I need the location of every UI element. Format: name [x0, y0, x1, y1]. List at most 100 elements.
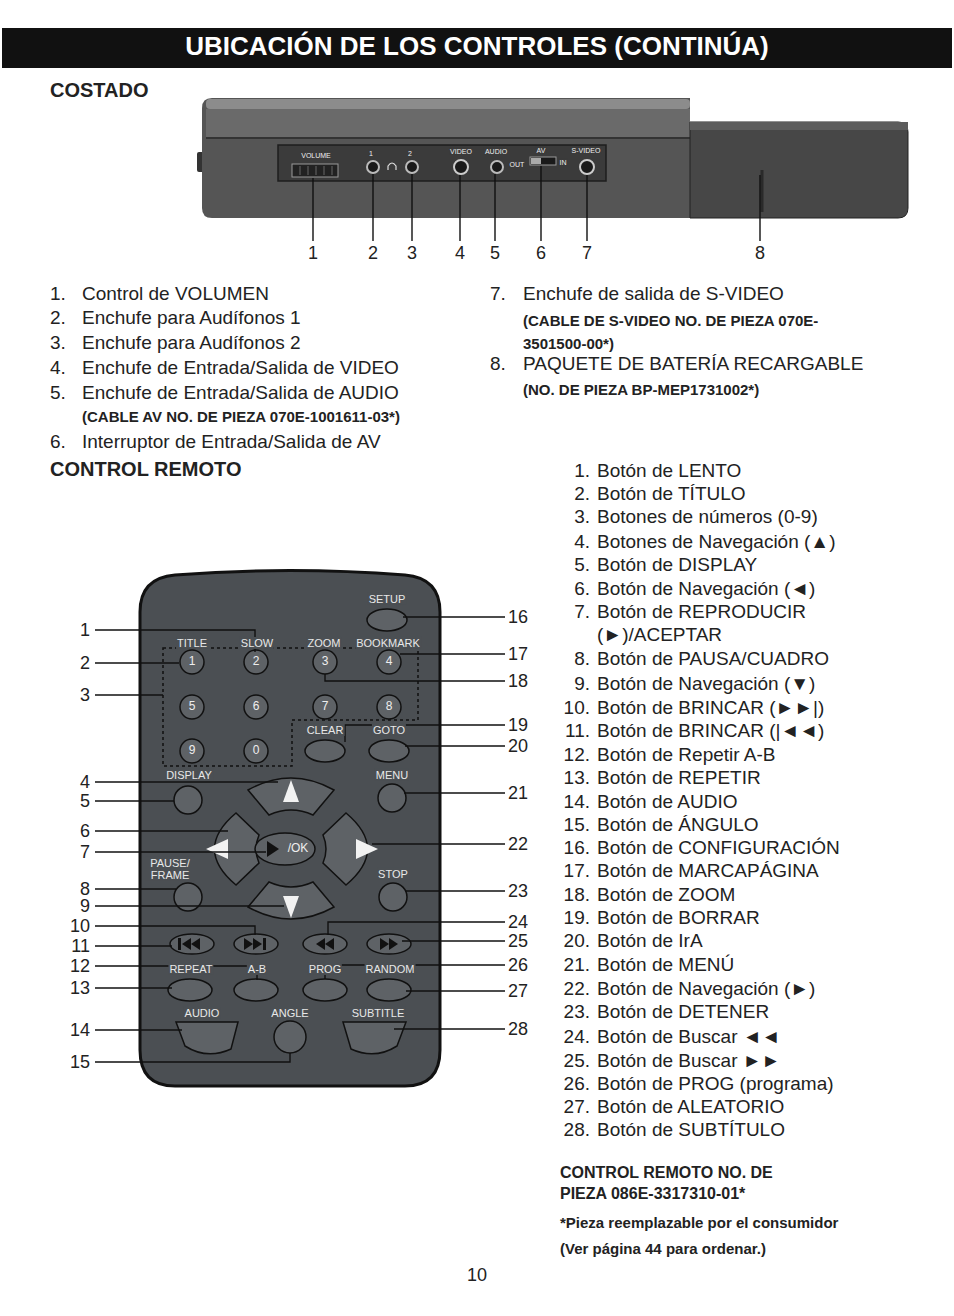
drawing-shape — [206, 780, 378, 918]
drawing-shape — [690, 122, 908, 218]
drawing-shape — [206, 137, 690, 139]
drawing-shape — [274, 1021, 306, 1053]
button-label: MENU — [375, 769, 409, 781]
drawing-shape — [206, 839, 228, 859]
drawing-shape — [180, 695, 204, 719]
list-text: Enchufe para Audífonos 2 — [82, 332, 301, 354]
drawing-shape — [402, 940, 505, 941]
drawing-shape — [404, 792, 505, 793]
list-text: Botón de REPETIR — [597, 767, 761, 789]
drawing-shape — [263, 938, 266, 950]
drawing-shape — [176, 1022, 238, 1054]
remote-leader-lines — [95, 617, 505, 1062]
drawing-shape — [454, 160, 468, 174]
title-band — [2, 28, 952, 68]
list-text: Botón de PAUSA/CUADRO — [597, 648, 829, 670]
drawing-shape — [95, 781, 278, 782]
button-label: AUDIO — [184, 1007, 221, 1019]
section-heading: CONTROL REMOTO — [50, 458, 241, 481]
part-number-note: *Pieza reemplazable por el consumidor — [560, 1214, 838, 1231]
callout-number: 7 — [80, 842, 90, 863]
drawing-shape — [234, 934, 278, 954]
drawing-shape — [178, 938, 181, 950]
list-text: 2. — [50, 307, 66, 329]
list-text: 20. — [564, 930, 590, 952]
list-text: Enchufe de Entrada/Salida de VIDEO — [82, 357, 399, 379]
panel-label: IN — [559, 159, 568, 166]
drawing-shape — [405, 890, 505, 891]
list-text: 17. — [564, 860, 590, 882]
list-text: 7. — [574, 601, 590, 623]
list-text: Botón de LENTO — [597, 460, 741, 482]
drawing-shape — [178, 841, 398, 950]
drawing-shape — [367, 934, 411, 954]
button-digit: 6 — [253, 700, 260, 714]
list-text: 27. — [564, 1096, 590, 1118]
drawing-shape — [316, 166, 317, 175]
button-label: SUBTITLE — [351, 1007, 406, 1019]
drawing-shape — [389, 938, 398, 950]
drawing-shape — [313, 695, 337, 719]
panel-label: AUDIO — [484, 148, 508, 155]
drawing-shape — [406, 161, 418, 173]
list-text: 22. — [564, 978, 590, 1000]
drawing-shape — [316, 938, 325, 950]
drawing-shape — [244, 938, 253, 950]
drawing-shape — [300, 166, 301, 175]
button-label: PAUSE/ FRAME — [145, 857, 195, 881]
drawing-shape — [278, 145, 606, 181]
drawing-shape — [312, 178, 313, 241]
drawing-shape — [761, 170, 764, 212]
list-text: 28. — [564, 1119, 590, 1141]
drawing-shape — [244, 695, 268, 719]
callout-number: 2 — [80, 653, 90, 674]
drawing-shape — [244, 650, 268, 674]
list-text: Botón de DETENER — [597, 1001, 769, 1023]
button-label: PROG — [308, 963, 342, 975]
drawing-shape — [95, 888, 176, 889]
drawing-shape — [292, 164, 338, 177]
list-text: Botón de MARCAPÁGINA — [597, 860, 819, 882]
list-text: 13. — [564, 767, 590, 789]
drawing-shape — [394, 1028, 505, 1029]
drawing-shape — [313, 650, 337, 674]
list-text: 3. — [574, 506, 590, 528]
part-number-note: CONTROL REMOTO NO. DE PIEZA 086E-3317310… — [560, 1162, 800, 1204]
drawing-shape — [405, 745, 505, 746]
drawing-shape — [140, 571, 440, 1087]
drawing-shape — [253, 938, 262, 950]
callout-number: 25 — [508, 931, 528, 952]
drawing-shape — [491, 161, 503, 173]
drawing-shape — [345, 725, 505, 742]
drawing-shape — [95, 662, 179, 663]
drawing-shape — [540, 166, 541, 241]
drawing-shape — [343, 1022, 406, 1054]
drawing-shape — [95, 987, 172, 988]
callout-number: 7 — [582, 243, 592, 264]
list-text: 6. — [574, 578, 590, 600]
drawing-shape — [332, 166, 333, 175]
button-label: TITLE — [176, 637, 208, 649]
list-text: 6. — [50, 431, 66, 453]
callout-number: 4 — [80, 772, 90, 793]
list-text: Botones de Navegación (▲) — [597, 531, 836, 553]
callout-number: 11 — [71, 936, 90, 957]
list-text: 8. — [490, 353, 506, 375]
panel-label: OUT — [509, 161, 526, 168]
list-text: Control de VOLUMEN — [82, 283, 269, 305]
button-digit: 5 — [189, 700, 196, 714]
list-text: Botón de REPRODUCIR (►)/ACEPTAR — [597, 600, 837, 646]
list-text: 9. — [574, 673, 590, 695]
callout-number: 27 — [508, 981, 528, 1002]
list-text: 10. — [564, 697, 590, 719]
callout-number: 10 — [70, 916, 90, 937]
part-number-note: (CABLE AV NO. DE PIEZA 070E-1001611-03*) — [82, 408, 400, 425]
list-text: 19. — [564, 907, 590, 929]
list-text: Botones de números (0-9) — [597, 506, 818, 528]
list-text: 21. — [564, 954, 590, 976]
drawing-shape — [411, 174, 412, 241]
drawing-shape — [367, 161, 379, 173]
button-label: STOP — [377, 868, 409, 880]
part-number-note: (CABLE DE S-VIDEO NO. DE PIEZA 070E-3501… — [523, 309, 843, 355]
list-text: Botón de Navegación (▼) — [597, 673, 815, 695]
